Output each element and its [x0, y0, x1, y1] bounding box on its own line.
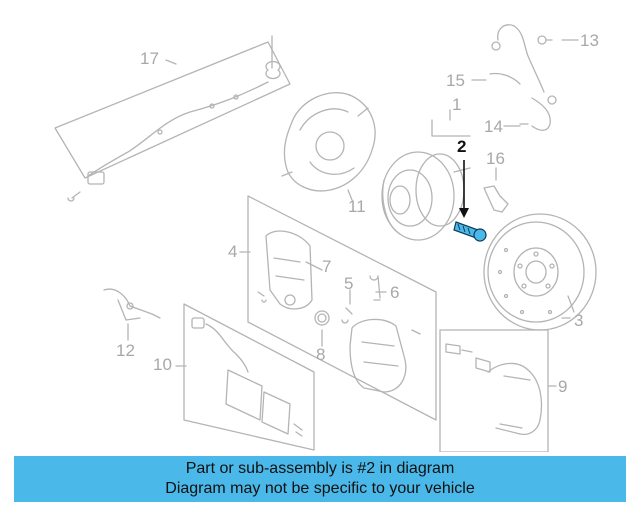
caliper-panel-part-4: [239, 195, 437, 421]
callout-15: 15: [446, 71, 465, 90]
callout-8: 8: [316, 345, 326, 364]
callout-4: 4: [228, 242, 238, 261]
callout-2[interactable]: 2: [457, 137, 467, 156]
callout-5: 5: [344, 274, 354, 293]
callout-10: 10: [153, 355, 172, 374]
callout-6: 6: [390, 283, 400, 302]
wheel-hub-part-1: [381, 109, 471, 241]
brake-disc-part-3: [483, 213, 597, 331]
callout-16: 16: [486, 149, 505, 168]
callout-17: 17: [140, 49, 159, 68]
brake-hoses-parts-13-14-15: [489, 24, 557, 131]
sensor-part-16: [483, 167, 509, 213]
callout-11: 11: [348, 197, 366, 216]
callout-13: 13: [580, 31, 599, 50]
info-banner: Part or sub-assembly is #2 in diagram Di…: [14, 456, 626, 502]
callout-7: 7: [322, 257, 332, 276]
banner-line-1: Part or sub-assembly is #2 in diagram: [185, 460, 455, 477]
callout-14: 14: [484, 117, 503, 136]
callout-3: 3: [574, 311, 584, 330]
abs-sensor-harness-part-17: [54, 35, 291, 202]
dust-shield-part-11: [281, 92, 376, 201]
banner-line-2: Diagram may not be specific to your vehi…: [165, 480, 475, 497]
highlighted-bolt-part-2[interactable]: [453, 160, 487, 242]
bracket-panel-part-9: [439, 329, 557, 452]
callout-12: 12: [116, 341, 135, 360]
bracket-part-12: [103, 288, 161, 341]
brake-pads-panel-part-10: [175, 303, 315, 451]
exploded-parts-diagram: [54, 24, 597, 452]
callout-9: 9: [558, 377, 568, 396]
callout-1: 1: [452, 95, 462, 114]
